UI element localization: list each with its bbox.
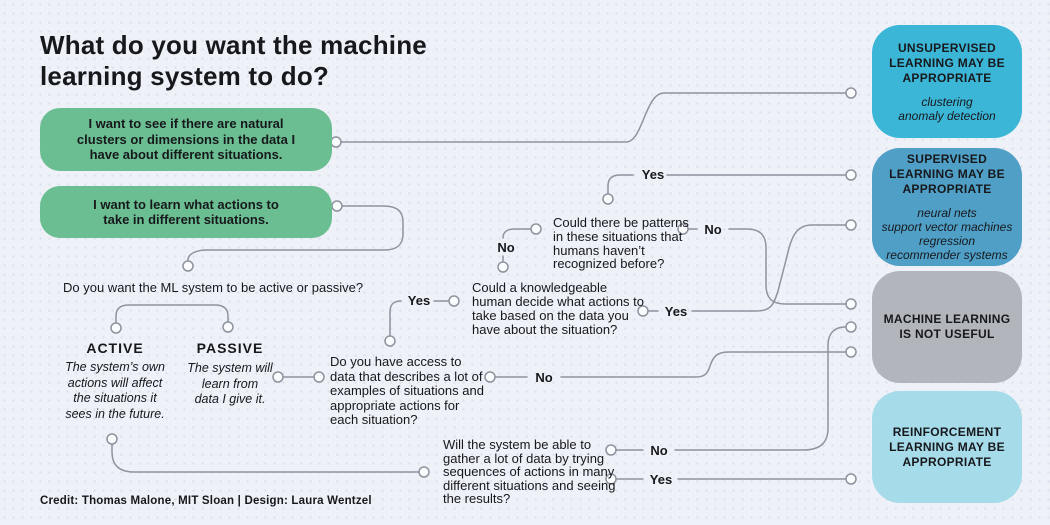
option-active-label: ACTIVE xyxy=(86,340,144,356)
intent-box-actions: I want to learn what actions to take in … xyxy=(40,186,332,238)
question-knowledgeable-human: Could a knowledgeable human decide what … xyxy=(472,280,644,337)
credit-line: Credit: Thomas Malone, MIT Sloan | Desig… xyxy=(40,495,372,507)
outcome-box-unsupervised: UNSUPERVISED LEARNING MAY BE APPROPRIATE… xyxy=(872,25,1022,138)
branch-label-knowledgeable-yes: Yes xyxy=(664,304,688,319)
connector-lines xyxy=(111,92,847,480)
option-passive-label: PASSIVE xyxy=(196,340,264,356)
outcome-not-useful-title: MACHINE LEARNING IS NOT USEFUL xyxy=(883,312,1011,341)
outcome-box-not-useful: MACHINE LEARNING IS NOT USEFUL xyxy=(872,271,1022,383)
question-active-or-passive: Do you want the ML system to be active o… xyxy=(63,280,364,295)
outcome-reinforcement-title: REINFORCEMENT LEARNING MAY BE APPROPRIAT… xyxy=(889,424,1005,469)
page-title: What do you want the machine learning sy… xyxy=(40,30,427,91)
question-gather-data: Will the system be able to gather a lot … xyxy=(443,437,616,506)
question-data-access: Do you have access to data that describe… xyxy=(330,354,484,427)
branch-label-patterns-no: No xyxy=(704,222,722,237)
branch-label-gather-yes: Yes xyxy=(649,472,673,487)
outcome-box-reinforcement: REINFORCEMENT LEARNING MAY BE APPROPRIAT… xyxy=(872,391,1022,503)
branch-label-access-yes: Yes xyxy=(407,293,431,308)
outcome-supervised-methods: neural nets support vector machines regr… xyxy=(881,206,1013,262)
branch-label-access-no: No xyxy=(535,370,553,385)
outcome-supervised-title: SUPERVISED LEARNING MAY BE APPROPRIATE xyxy=(889,152,1005,196)
outcome-unsupervised-methods: clustering anomaly detection xyxy=(898,94,996,123)
branch-label-gather-no: No xyxy=(650,443,668,458)
outcome-box-supervised: SUPERVISED LEARNING MAY BE APPROPRIATE n… xyxy=(872,148,1022,266)
option-passive-description: The system will learn from data I give i… xyxy=(187,361,273,406)
intent-box-clusters: I want to see if there are natural clust… xyxy=(40,108,332,171)
branch-label-patterns-yes: Yes xyxy=(641,167,665,182)
question-unrecognized-patterns: Could there be patterns in these situati… xyxy=(553,215,689,272)
outcome-unsupervised-title: UNSUPERVISED LEARNING MAY BE APPROPRIATE xyxy=(889,40,1005,85)
option-active-description: The system’s own actions will affect the… xyxy=(65,360,165,421)
branch-label-knowledgeable-no: No xyxy=(497,240,515,255)
